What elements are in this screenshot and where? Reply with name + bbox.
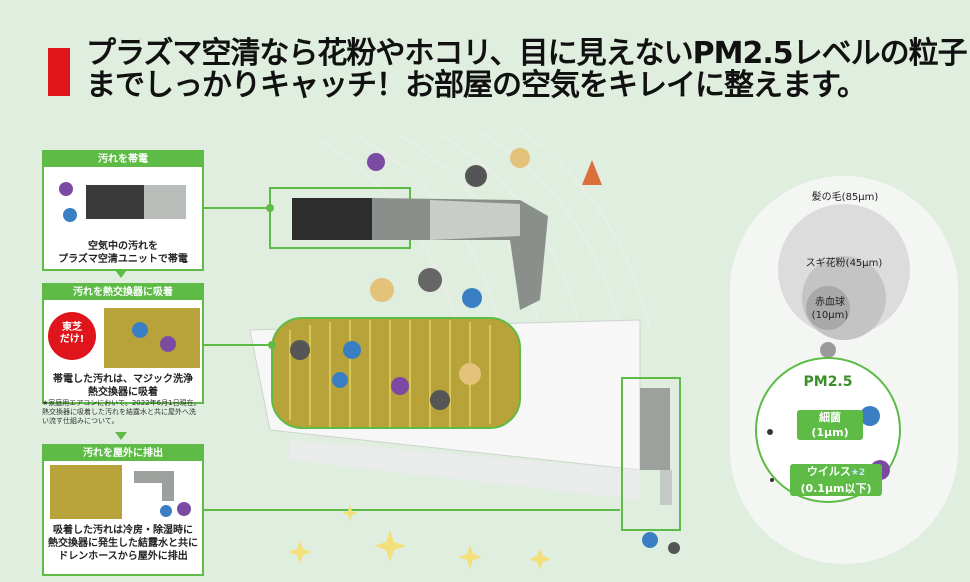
virus-pill: ウイルス★2 (0.1μm以下) xyxy=(790,464,882,496)
step-drain: 汚れを屋外に排出 吸着した汚れは冷房・除湿時に 熱交換器に発生した結露水と共に … xyxy=(42,444,204,576)
pm25-label: PM2.5 xyxy=(803,374,853,390)
step-caption: 吸着した汚れは冷房・除湿時に 熱交換器に発生した結露水と共に ドレンホースから屋… xyxy=(48,525,198,562)
toshiba-only-badge: 東芝 だけ! xyxy=(59,322,85,345)
step-charge: 汚れを帯電 空気中の汚れを プラズマ空清ユニットで帯電 xyxy=(42,150,204,271)
pollen-label: スギ花粉(45μm) xyxy=(805,258,883,269)
bacteria-pill: 細菌 (1μm) xyxy=(797,410,863,440)
step-title: 汚れを熱交換器に吸着 xyxy=(44,285,202,300)
step-image: 東芝 だけ! xyxy=(44,300,202,370)
headline: プラズマ空清なら花粉やホコリ、目に見えないPM2.5レベルの粒子 までしっかりキ… xyxy=(86,36,968,103)
step-title: 汚れを屋外に排出 xyxy=(44,446,202,461)
headline-line-1: プラズマ空清なら花粉やホコリ、目に見えないPM2.5レベルの粒子 xyxy=(86,36,968,71)
arrow-down-icon xyxy=(115,432,127,440)
headline-line-2: までしっかりキャッチ！お部屋の空気をキレイに整えます。 xyxy=(86,68,867,103)
hair-label: 髪の毛(85μm) xyxy=(811,192,879,203)
step-image xyxy=(44,461,202,523)
step-caption: 帯電した汚れは、マジック洗浄 熱交換器に吸着 xyxy=(53,374,193,398)
step-title: 汚れを帯電 xyxy=(44,152,202,167)
plasma-unit xyxy=(292,198,372,240)
particles xyxy=(290,148,680,554)
sparkles xyxy=(288,505,551,570)
arrow-down-icon xyxy=(115,270,127,278)
step-caption: 空気中の汚れを プラズマ空清ユニットで帯電 xyxy=(58,241,188,265)
step-image xyxy=(44,167,202,237)
red-blood-cell-label: 赤血球 (10μm) xyxy=(811,297,849,321)
footnote: ★家庭用エアコンにおいて。2022年6月1日現在。熱交換器に吸着した汚れを結露水… xyxy=(42,399,201,425)
headline-accent-bar xyxy=(48,48,70,96)
step-adsorb: 汚れを熱交換器に吸着 東芝 だけ! 帯電した汚れは、マジック洗浄 熱交換器に吸着 xyxy=(42,283,204,404)
